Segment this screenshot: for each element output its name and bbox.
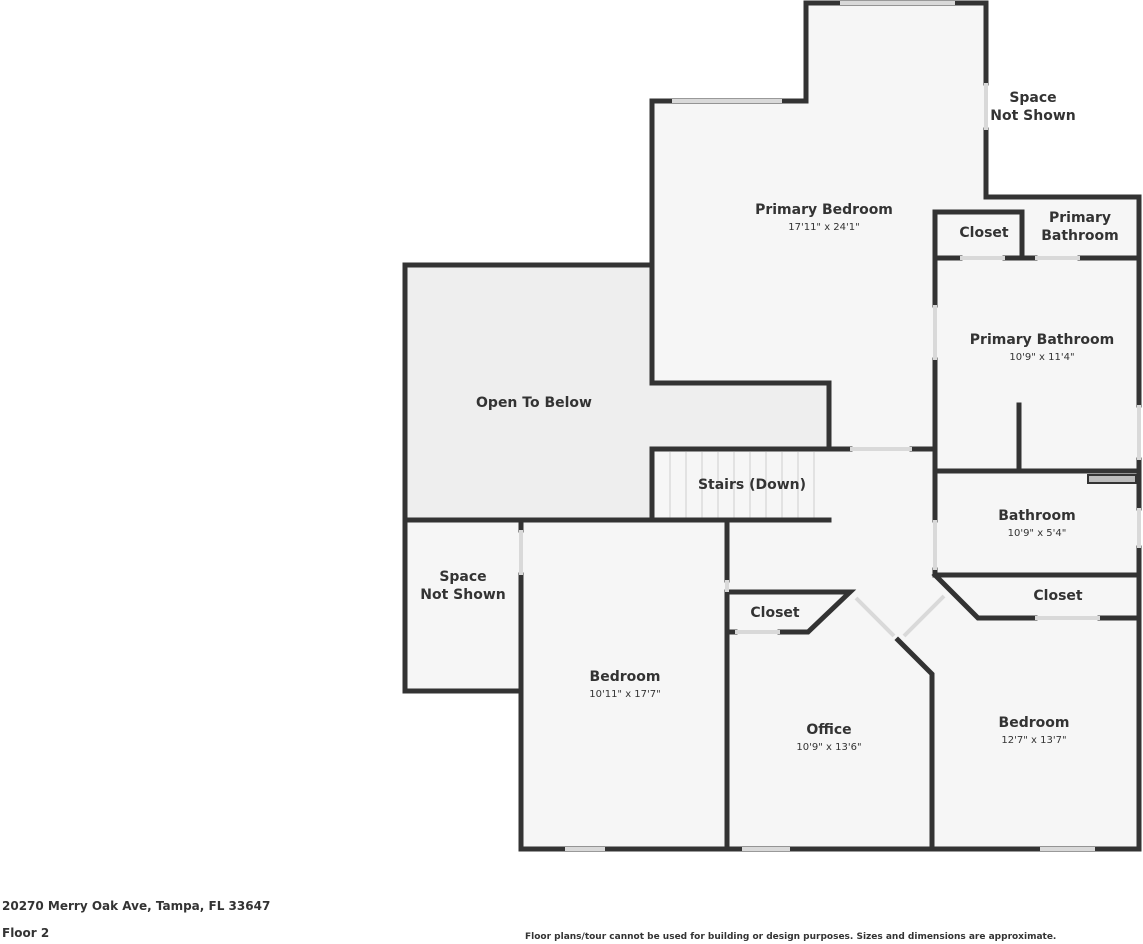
property-address: 20270 Merry Oak Ave, Tampa, FL 33647 — [2, 899, 271, 913]
office-dimensions: 10'9" x 13'6" — [796, 742, 861, 753]
primary-bedroom-label: Primary Bedroom — [755, 202, 893, 218]
primary-bathroom-small-label-1: Primary — [1049, 210, 1111, 226]
primary-bathroom-label: Primary Bathroom — [970, 332, 1114, 348]
closet-office-label: Closet — [750, 605, 800, 621]
open-to-below-extension — [652, 383, 829, 449]
primary-bathroom-small-label-2: Bathroom — [1041, 228, 1119, 244]
closet-right-label: Closet — [1033, 588, 1083, 604]
stairs-treads — [669, 452, 815, 519]
floor-label: Floor 2 — [2, 926, 50, 940]
primary-bathroom-dimensions: 10'9" x 11'4" — [1009, 352, 1074, 363]
bedroom-right-label: Bedroom — [999, 715, 1070, 731]
space-not-shown-left-label-1: Space — [439, 569, 486, 585]
bedroom-left-dimensions: 10'11" x 17'7" — [589, 689, 661, 700]
space-not-shown-top-label-1: Space — [1009, 90, 1056, 106]
disclaimer-text: Floor plans/tour cannot be used for buil… — [525, 932, 1057, 942]
open-to-below-label: Open To Below — [476, 395, 592, 411]
primary-bedroom-dimensions: 17'11" x 24'1" — [788, 222, 860, 233]
stairs-label: Stairs (Down) — [698, 477, 806, 493]
bedroom-right-dimensions: 12'7" x 13'7" — [1001, 735, 1066, 746]
space-not-shown-left-label-2: Not Shown — [420, 587, 505, 603]
space-not-shown-top-label-2: Not Shown — [990, 108, 1075, 124]
bedroom-left-label: Bedroom — [590, 669, 661, 685]
vent-hatch — [1087, 474, 1137, 484]
windows — [519, 1, 1141, 851]
bathroom-dimensions: 10'9" x 5'4" — [1008, 528, 1067, 539]
bathroom-label: Bathroom — [998, 508, 1076, 524]
walls — [402, 0, 1142, 852]
office-label: Office — [806, 722, 851, 738]
closet-top-label: Closet — [959, 225, 1009, 241]
open-to-below-area — [405, 265, 652, 520]
